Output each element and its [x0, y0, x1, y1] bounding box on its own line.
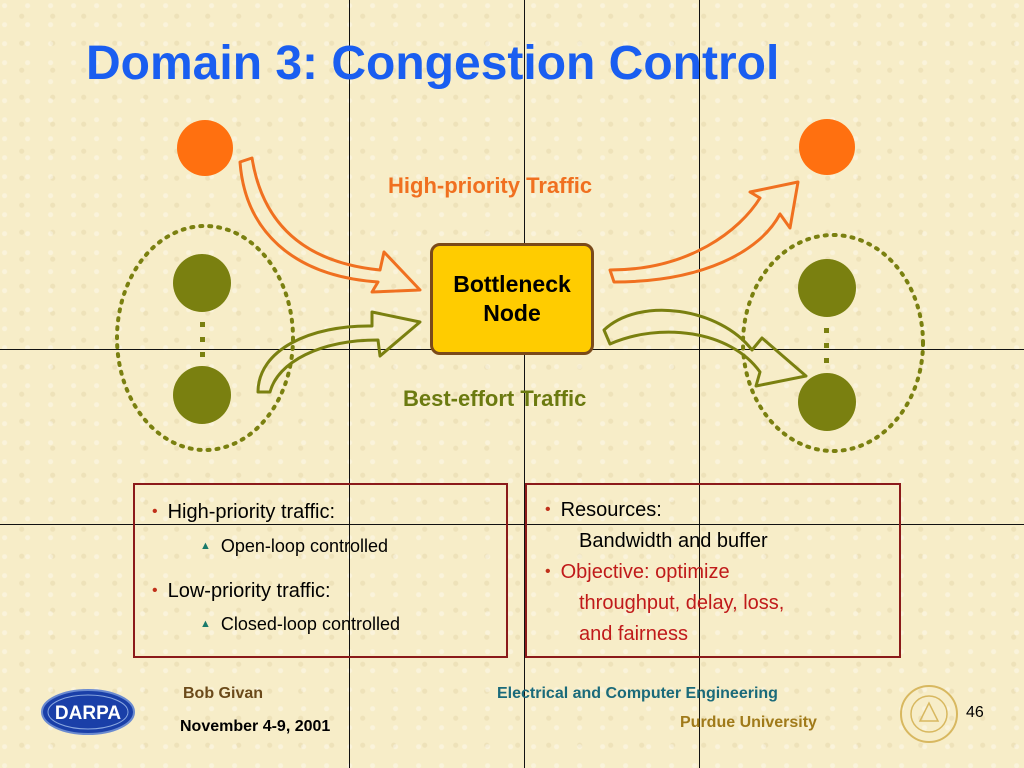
- purdue-seal-logo: [900, 685, 958, 743]
- bullet-low-priority: • Low-priority traffic:: [152, 579, 331, 603]
- traffic-diagram: [115, 156, 925, 453]
- objective-line-1: Objective: optimize: [560, 561, 730, 583]
- bullet-objective: • Objective: optimize: [545, 560, 730, 584]
- objectives-box: [525, 483, 901, 658]
- sub-closed-loop: ▲ Closed-loop controlled: [200, 614, 400, 635]
- darpa-logo: DARPA: [41, 689, 135, 735]
- bullet-high-priority-text: High-priority traffic:: [167, 501, 336, 523]
- footer-date: November 4-9, 2001: [180, 718, 331, 735]
- bottleneck-node: Bottleneck Node: [430, 243, 594, 355]
- bullet-dot-icon: •: [545, 501, 551, 518]
- grid-line-horizontal-2: [0, 524, 1024, 525]
- bullet-dot-icon: •: [152, 503, 158, 520]
- sub-closed-loop-text: Closed-loop controlled: [220, 614, 400, 634]
- bullet-dot-icon: •: [545, 563, 551, 580]
- best-effort-out-arrow: [602, 308, 808, 388]
- bullet-dot-icon: •: [152, 582, 158, 599]
- slide-title: Domain 3: Congestion Control: [86, 37, 780, 90]
- best-effort-source-node-1: [173, 254, 231, 312]
- high-priority-dest-node: [799, 119, 855, 175]
- footer-university: Purdue University: [680, 714, 817, 731]
- best-effort-source-node-2: [173, 366, 231, 424]
- objective-line-3: and fairness: [579, 623, 688, 645]
- best-effort-traffic-label: Best-effort Traffic: [403, 386, 587, 411]
- resources-value: Bandwidth and buffer: [579, 530, 768, 552]
- bullet-high-priority: • High-priority traffic:: [152, 500, 335, 524]
- grid-line-vertical-2: [524, 0, 525, 768]
- best-effort-dest-node-1: [798, 259, 856, 317]
- svg-text:DARPA: DARPA: [55, 703, 121, 724]
- left-ellipsis-dots: [200, 322, 205, 357]
- triangle-bullet-icon: ▲: [200, 540, 211, 552]
- high-priority-in-arrow: [238, 156, 422, 294]
- right-ellipsis-dots: [824, 328, 829, 363]
- high-priority-traffic-label: High-priority Traffic: [388, 173, 593, 198]
- sub-open-loop: ▲ Open-loop controlled: [200, 536, 388, 557]
- objective-line-2: throughput, delay, loss,: [579, 592, 785, 614]
- best-effort-in-arrow: [256, 310, 422, 394]
- sub-open-loop-text: Open-loop controlled: [220, 536, 388, 556]
- best-effort-dest-node-2: [798, 373, 856, 431]
- right-group-ellipse: [741, 233, 925, 453]
- bullet-low-priority-text: Low-priority traffic:: [167, 580, 331, 602]
- bullet-resources: • Resources:: [545, 498, 662, 522]
- footer-department: Electrical and Computer Engineering: [497, 685, 778, 702]
- bottleneck-line-1: Bottleneck: [453, 271, 571, 298]
- grid-line-vertical-3: [699, 0, 700, 768]
- page-number: 46: [966, 704, 984, 721]
- high-priority-out-arrow: [608, 180, 800, 284]
- traffic-types-box: [133, 483, 508, 658]
- grid-line-vertical-1: [349, 0, 350, 768]
- footer-author: Bob Givan: [183, 685, 264, 702]
- bottleneck-line-2: Node: [483, 300, 541, 326]
- resources-label: Resources:: [560, 499, 662, 521]
- high-priority-source-node: [177, 120, 233, 176]
- triangle-bullet-icon: ▲: [200, 618, 211, 630]
- left-group-ellipse: [115, 224, 295, 452]
